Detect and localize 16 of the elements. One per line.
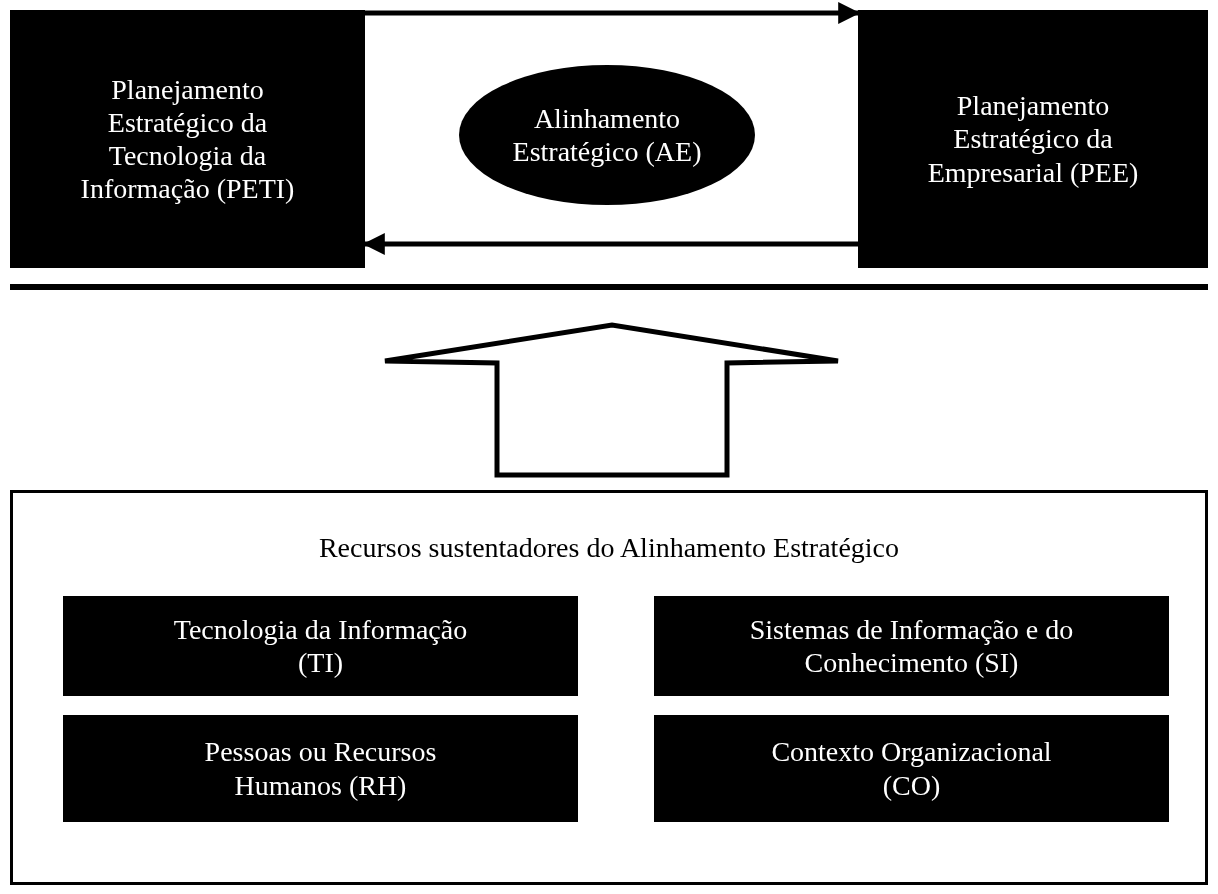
group-box [10, 490, 1208, 885]
node-label: Planejamento Estratégico da Tecnologia da Informação (PETI) [79, 72, 296, 206]
group-heading: Recursos sustentadores do Alinhamento Estratégico [318, 531, 900, 565]
process-box [654, 596, 1169, 696]
node-label: Contexto Organizacional (CO) [770, 735, 1053, 802]
process-box [63, 715, 578, 822]
process-box [10, 10, 365, 268]
process-box [858, 10, 1208, 268]
node-label: Tecnologia da Informação (TI) [172, 612, 469, 680]
node-label: Pessoas ou Recursos Humanos (RH) [203, 735, 438, 802]
node-label: Planejamento Estratégico da Empresarial (PEE) [926, 89, 1140, 189]
process-box [63, 596, 578, 696]
process-box [654, 715, 1169, 822]
node-label: Sistemas de Informação e do Conhecimento (SI) [748, 612, 1075, 680]
ellipse-node [459, 65, 755, 205]
node-label: Alinhamento Estratégico (AE) [511, 101, 703, 169]
